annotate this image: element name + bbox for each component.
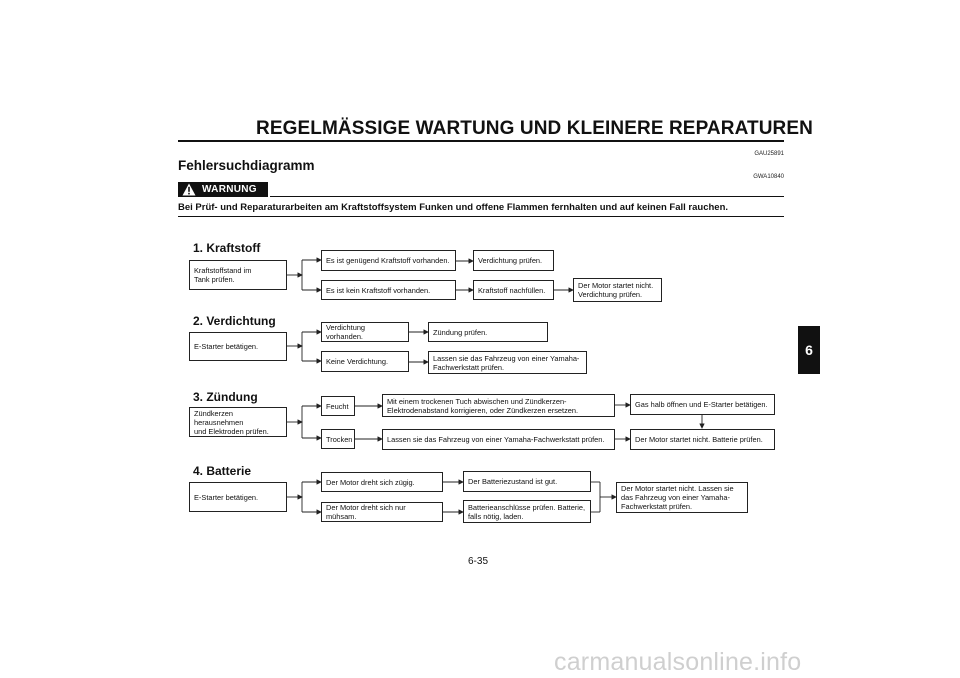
- kraftstoff-start-box: Kraftstoffstand im Tank prüfen.: [189, 260, 287, 290]
- watermark: carmanualsonline.info: [554, 648, 802, 676]
- batterie-fast-next-box: Der Batteriezustand ist gut.: [463, 471, 591, 492]
- zuendung-dry-box: Trocken: [321, 429, 355, 449]
- batterie-slow-box: Der Motor dreht sich nur mühsam.: [321, 502, 443, 522]
- group-title-zuendung: 3. Zündung: [193, 390, 258, 404]
- warning-text: Bei Prüf- und Reparaturarbeiten am Kraft…: [178, 202, 729, 213]
- zuendung-dry-next-box: Lassen sie das Fahrzeug von einer Yamaha…: [382, 429, 615, 450]
- batterie-start-box: E-Starter betätigen.: [189, 482, 287, 512]
- zuendung-wet-result-box: Gas halb öffnen und E-Starter betätigen.: [630, 394, 775, 415]
- section-code: GAU25891: [754, 151, 784, 157]
- warning-label: WARNUNG: [202, 184, 257, 195]
- batterie-fast-box: Der Motor dreht sich zügig.: [321, 472, 443, 492]
- warning-rule-bottom: [178, 216, 784, 217]
- verdichtung-yes-next-box: Zündung prüfen.: [428, 322, 548, 342]
- zuendung-start-box: Zündkerzen herausnehmen und Elektroden p…: [189, 407, 287, 437]
- verdichtung-yes-box: Verdichtung vorhanden.: [321, 322, 409, 342]
- kraftstoff-yes-next-box: Verdichtung prüfen.: [473, 250, 554, 271]
- kraftstoff-no-result-box: Der Motor startet nicht. Verdichtung prü…: [573, 278, 662, 302]
- page-header-title: REGELMÄSSIGE WARTUNG UND KLEINERE REPARA…: [256, 118, 813, 139]
- kraftstoff-no-box: Es ist kein Kraftstoff vorhanden.: [321, 280, 456, 300]
- verdichtung-start-box: E-Starter betätigen.: [189, 332, 287, 361]
- warning-badge: WARNUNG: [178, 182, 268, 197]
- page-number: 6-35: [468, 556, 489, 567]
- group-title-batterie: 4. Batterie: [193, 464, 252, 478]
- group-title-kraftstoff: 1. Kraftstoff: [193, 241, 261, 255]
- kraftstoff-yes-box: Es ist genügend Kraftstoff vorhanden.: [321, 250, 456, 271]
- warning-code: GWA10840: [753, 174, 784, 180]
- section-title: Fehlersuchdiagramm: [178, 158, 315, 173]
- zuendung-final-box: Der Motor startet nicht. Batterie prüfen…: [630, 429, 775, 450]
- batterie-slow-next-box: Batterieanschlüsse prüfen. Batterie, fal…: [463, 500, 591, 523]
- warning-rule-top: [270, 196, 784, 197]
- chapter-tab: 6: [798, 326, 820, 374]
- verdichtung-no-next-box: Lassen sie das Fahrzeug von einer Yamaha…: [428, 351, 587, 374]
- group-title-verdichtung: 2. Verdichtung: [193, 314, 276, 328]
- batterie-result-box: Der Motor startet nicht. Lassen sie das …: [616, 482, 748, 513]
- kraftstoff-no-next-box: Kraftstoff nachfüllen.: [473, 280, 554, 300]
- zuendung-wet-box: Feucht: [321, 396, 355, 416]
- header-rule: [178, 140, 784, 142]
- verdichtung-no-box: Keine Verdichtung.: [321, 351, 409, 372]
- warning-triangle-icon: [182, 183, 196, 196]
- zuendung-wet-next-box: Mit einem trockenen Tuch abwischen und Z…: [382, 394, 615, 417]
